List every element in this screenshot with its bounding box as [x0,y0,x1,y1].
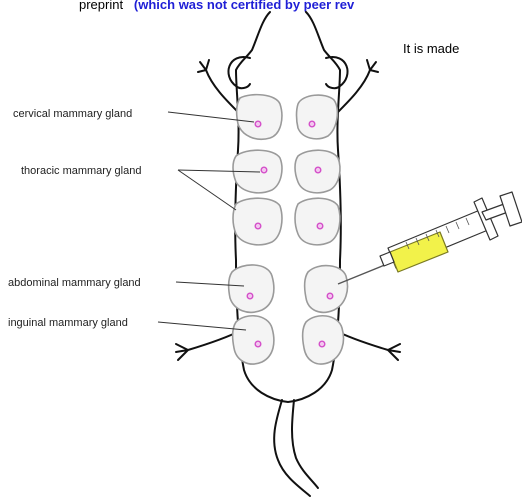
leader-thoracic-2 [178,170,236,210]
nipple-cervical-left [255,121,261,127]
nipple-cervical-right [309,121,315,127]
nipple-thoracic-right-2 [317,223,323,229]
label-inguinal: inguinal mammary gland [8,317,128,329]
mouse-body-outline [176,12,400,496]
label-cervical: cervical mammary gland [13,108,132,120]
nipple-thoracic-left-2 [255,223,261,229]
gland-inguinal-right [303,316,344,364]
label-thoracic: thoracic mammary gland [21,165,141,177]
gland-inguinal-left [233,316,274,364]
gland-abdominal-right [305,266,348,313]
gland-cervical-right [297,95,338,139]
nipple-abdominal-left [247,293,253,299]
leader-inguinal [158,322,246,330]
mammary-glands [229,95,348,364]
nipple-inguinal-right [319,341,325,347]
nipple-thoracic-right-1 [315,167,321,173]
nipple-thoracic-left-1 [261,167,267,173]
syringe [338,192,522,284]
label-abdominal: abdominal mammary gland [8,277,141,289]
gland-thoracic-left-2 [233,198,282,245]
gland-cervical-left [237,95,282,140]
gland-thoracic-right-2 [295,198,340,245]
nipple-inguinal-left [255,341,261,347]
gland-abdominal-left [229,265,274,312]
nipple-abdominal-right [327,293,333,299]
